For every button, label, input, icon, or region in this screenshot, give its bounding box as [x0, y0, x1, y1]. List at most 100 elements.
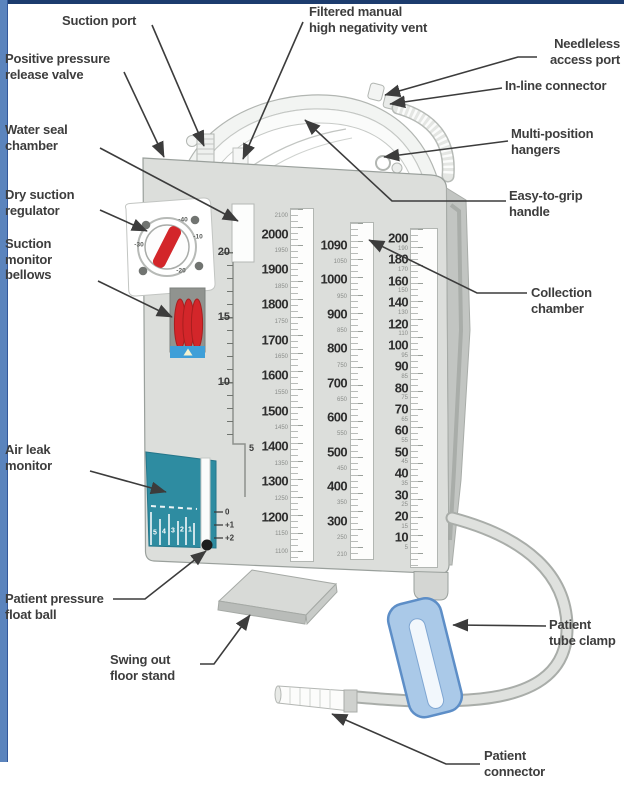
scale-label: 550: [336, 431, 347, 438]
scale-label: 170: [397, 267, 408, 274]
hanger-ring: [375, 155, 391, 171]
scale-label: 35: [401, 480, 408, 487]
scale-label: 600: [327, 409, 347, 425]
scale-label: 45: [401, 459, 408, 466]
scale-label: 50: [394, 444, 409, 460]
scale-label: 700: [327, 375, 347, 391]
scale-label: 350: [336, 500, 347, 507]
dial-knob: [152, 226, 182, 268]
leader-multi-position-hangers: [383, 140, 509, 162]
water-seal-lower-label: 0: [225, 507, 230, 517]
scale-label: 1750: [274, 319, 288, 326]
scale-label: 190: [397, 245, 408, 252]
bottom-foot: [413, 570, 449, 601]
water-seal-step-label: 5: [249, 443, 255, 453]
coiled-tubing-ribs: [396, 103, 454, 177]
connector-collar: [343, 689, 358, 713]
scale-label: 2100: [274, 213, 288, 219]
floor-stand: [217, 569, 338, 626]
dial-tick-label: -20: [176, 267, 186, 275]
scale-label: 900: [327, 306, 347, 322]
callout-collection-chamber: Collection chamber: [531, 285, 592, 316]
scale-label: 1250: [274, 495, 288, 502]
leader-patient-connector: [331, 713, 480, 765]
scale-label: 180: [388, 251, 408, 267]
scale-label: 95: [401, 352, 408, 359]
water-seal-lower-label: +1: [225, 520, 235, 530]
suction-monitor-bellows: [169, 287, 206, 358]
collection-strip-2: [350, 222, 374, 560]
callout-swing-out-floor-stand: Swing out floor stand: [110, 652, 175, 683]
callout-air-leak-monitor: Air leak monitor: [5, 442, 52, 473]
water-seal-lower-label: +2: [225, 533, 235, 543]
scale-label: 1800: [261, 296, 288, 312]
scale-label: 1090: [320, 237, 347, 253]
scale-label: 450: [336, 465, 347, 472]
panel-side-shadow: [448, 203, 464, 541]
scale-label: 210: [336, 552, 347, 558]
scale-label: 90: [394, 358, 409, 374]
leader-filtered-vent: [242, 21, 304, 160]
air-leak-number: 2: [180, 526, 184, 534]
scale-label: 400: [327, 478, 347, 494]
air-leak-dashed-line: [150, 505, 198, 510]
scale-label: 25: [401, 502, 408, 509]
leader-needleless-access-port: [384, 56, 537, 97]
water-seal-label: 10: [217, 376, 230, 388]
dry-suction-regulator: [125, 197, 216, 297]
scale-label: 110: [398, 331, 408, 338]
suction-port-ribs: [197, 138, 214, 155]
dial-screw: [194, 261, 204, 271]
scale-label: 1450: [274, 425, 288, 432]
dial-screw: [190, 215, 200, 225]
connector-ribs: [289, 687, 331, 708]
leader-positive-pressure-release-valve: [123, 71, 165, 158]
water-seal-label: 20: [217, 246, 230, 258]
floor-stand-front: [217, 600, 307, 625]
scale-label: 1650: [274, 354, 288, 361]
leader-collection-chamber: [368, 239, 527, 294]
scale-label: 250: [336, 534, 347, 541]
leader-suction-monitor-bellows: [97, 280, 173, 318]
collection-strip-1: [290, 208, 314, 562]
leader-patient-tube-clamp: [452, 618, 547, 632]
scale-label: 950: [336, 293, 347, 300]
scale-label: 1050: [333, 259, 347, 266]
leader-air-leak-monitor: [89, 470, 167, 495]
scale-label: 1700: [261, 332, 288, 348]
air-leak-teal-region: [145, 451, 217, 549]
leader-suction-port: [151, 24, 205, 147]
scale-label: 800: [327, 340, 347, 356]
dial-tick-label: -30: [134, 241, 144, 249]
scale-label: 130: [397, 309, 408, 316]
callout-multi-position-hangers: Multi-position hangers: [511, 126, 594, 157]
scale-label: 1950: [274, 248, 288, 255]
callout-patient-tube-clamp: Patient tube clamp: [549, 617, 616, 648]
scale-label: 150: [397, 288, 408, 295]
leader-easy-to-grip-handle: [304, 119, 506, 202]
callout-easy-to-grip-handle: Easy-to-grip handle: [509, 188, 583, 219]
dial-screw: [138, 266, 148, 276]
scale-label: 200: [388, 230, 408, 246]
scale-label: 2000: [261, 226, 288, 242]
scale-label: 15: [401, 523, 408, 530]
scale-label: 80: [394, 380, 409, 396]
air-leak-number: 3: [171, 527, 175, 535]
scale-label: 100: [388, 337, 408, 353]
scale-label: 20: [394, 508, 409, 524]
callout-needleless-access-port: Needleless access port: [549, 36, 620, 67]
air-leak-number: 4: [162, 528, 166, 536]
scale-label: 120: [388, 316, 408, 332]
scale-label: 1600: [261, 367, 288, 383]
clamp-slot: [408, 618, 445, 709]
scale-label: 1000: [320, 271, 347, 287]
scale-label: 1200: [261, 509, 288, 525]
scale-label: 60: [394, 422, 409, 438]
scale-label: 300: [327, 513, 347, 529]
scale-label: 65: [401, 416, 408, 423]
scale-label: 160: [388, 273, 408, 289]
frame-top-border: [0, 0, 624, 4]
scale-label: 650: [336, 397, 347, 403]
